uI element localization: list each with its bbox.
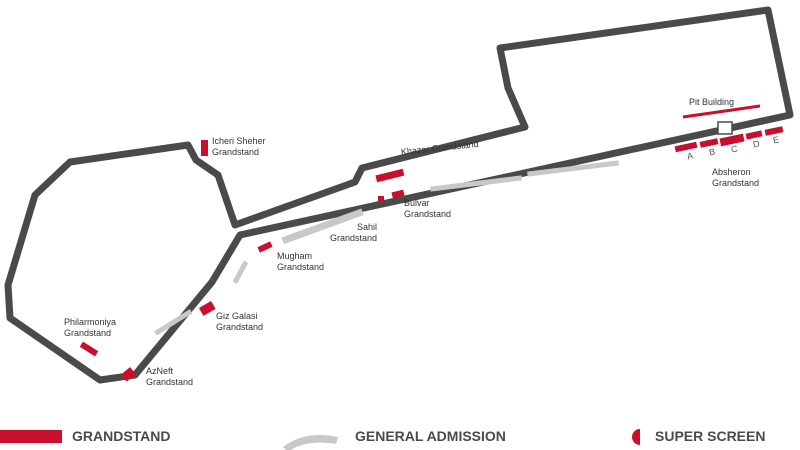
ga-main-straight-2	[527, 160, 620, 177]
legend-general-admission-text: GENERAL ADMISSION	[355, 428, 506, 444]
ga-main-straight-1	[430, 175, 523, 192]
absheron-label: Absheron Grandstand	[712, 167, 760, 188]
legend-general-admission-swatch	[283, 435, 338, 450]
pit-box	[717, 121, 733, 135]
sahil-label: Sahil Grandstand	[330, 222, 378, 243]
mugham-grandstand-mark	[257, 241, 273, 253]
ga-sahil	[281, 208, 364, 245]
pit-building-bar	[682, 104, 761, 119]
map-legend: GRANDSTAND GENERAL ADMISSION SUPER SCREE…	[0, 420, 800, 450]
legend-super-screen-swatch	[632, 429, 640, 445]
mugham-label: Mugham Grandstand	[277, 251, 325, 272]
khazar-grandstand-mark	[375, 168, 405, 183]
giz-galasi-grandstand-mark	[198, 301, 216, 316]
bulvar-label: Bulvar Grandstand	[404, 198, 452, 219]
giz-galasi-label: Giz Galasi Grandstand	[216, 311, 264, 332]
azneft-grandstand-mark	[120, 367, 136, 382]
absheron-section-d-label: D	[752, 138, 761, 150]
absheron-section-b	[699, 138, 719, 148]
track-outline	[4, 6, 794, 384]
absheron-section-c	[719, 133, 745, 147]
philarmoniya-label: Philarmoniya Grandstand	[64, 317, 117, 338]
legend-grandstand: GRANDSTAND	[0, 426, 240, 446]
azneft-label: AzNeft Grandstand	[146, 366, 194, 387]
legend-super-screen: SUPER SCREEN	[655, 426, 800, 446]
absheron-grandstand-marks	[674, 126, 784, 153]
legend-general-admission: GENERAL ADMISSION	[355, 426, 585, 446]
philarmoniya-grandstand-mark	[79, 341, 99, 357]
icheri-sheher-grandstand-mark	[201, 140, 208, 156]
bulvar-grandstand-mark-2	[391, 189, 405, 199]
absheron-section-a	[674, 141, 698, 153]
ga-giz-galasi	[154, 309, 193, 336]
absheron-section-e	[764, 126, 784, 136]
legend-grandstand-text: GRANDSTAND	[72, 428, 171, 444]
legend-super-screen-text: SUPER SCREEN	[655, 428, 766, 444]
pit-building-label: Pit Building	[689, 97, 735, 107]
bulvar-grandstand-mark-1	[378, 196, 384, 202]
absheron-section-d	[745, 130, 763, 140]
absheron-section-c-label: C	[730, 143, 739, 155]
legend-grandstand-swatch	[0, 430, 62, 443]
general-admission-areas	[154, 160, 620, 336]
ga-mugham	[232, 260, 249, 285]
icheri-sheher-label: Icheri Sheher Grandstand	[212, 136, 266, 157]
